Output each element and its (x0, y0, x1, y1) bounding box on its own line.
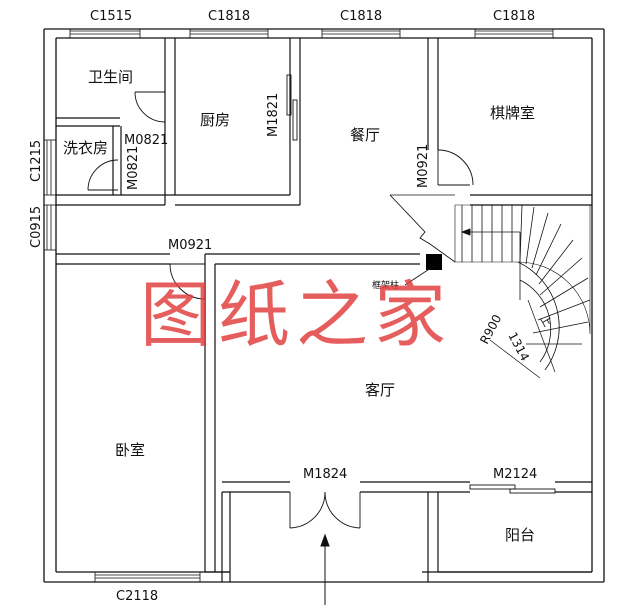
label-m1824: M1824 (303, 467, 347, 482)
label-c2118: C2118 (116, 589, 158, 604)
window-c1818-kitchen (189, 28, 269, 39)
label-c0915: C0915 (29, 206, 44, 248)
label-m0821-laundry: M0821 (126, 146, 141, 190)
room-bedroom: 卧室 (115, 441, 145, 459)
label-c1818-game-room: C1818 (493, 9, 535, 24)
room-kitchen: 厨房 (200, 111, 230, 129)
stair-treads (461, 204, 591, 345)
frame-column (426, 254, 442, 270)
window-c1515 (69, 28, 141, 39)
label-c1818-dining: C1818 (340, 9, 382, 24)
door-m1824-entrance (289, 491, 361, 529)
label-radius: R900 (477, 312, 504, 346)
room-dining: 餐厅 (350, 126, 380, 144)
window-c0915 (43, 204, 57, 251)
windows (43, 28, 554, 583)
label-m0921-dining: M0921 (416, 144, 431, 188)
label-c1215: C1215 (29, 140, 44, 182)
door-m0921-bedroom (169, 263, 206, 300)
label-c1818-kitchen: C1818 (208, 9, 250, 24)
label-m1821: M1821 (266, 93, 281, 137)
door-m0821-laundry (87, 159, 119, 191)
door-m0921-dining (437, 149, 474, 186)
door-m1821-kitchen (286, 74, 298, 141)
interior-walls (56, 38, 592, 582)
room-game-room: 棋牌室 (490, 104, 535, 122)
label-frame-column: 框架柱 (372, 279, 399, 291)
room-laundry: 洗衣房 (63, 139, 108, 157)
label-c1515: C1515 (90, 9, 132, 24)
room-balcony: 阳台 (505, 526, 535, 544)
window-c1818-dining (321, 28, 401, 39)
room-bathroom: 卫生间 (88, 68, 133, 86)
window-c1818-game-room (474, 28, 554, 39)
watermark-text: 图纸之家 (140, 273, 452, 357)
window-c2118 (94, 571, 201, 583)
window-c1215 (43, 139, 57, 196)
entrance-arrow (320, 533, 330, 605)
label-dimension: 1314 (505, 330, 532, 364)
doors (87, 74, 556, 529)
label-m2124: M2124 (493, 467, 537, 482)
room-living: 客厅 (365, 381, 395, 399)
label-m0921-bedroom: M0921 (168, 238, 212, 253)
door-m2124-balcony (469, 484, 556, 494)
label-m0821-bathroom: M0821 (124, 133, 168, 148)
label-up: 上 (537, 313, 554, 329)
staircase (389, 194, 591, 379)
door-m0821-bathroom (134, 91, 166, 123)
